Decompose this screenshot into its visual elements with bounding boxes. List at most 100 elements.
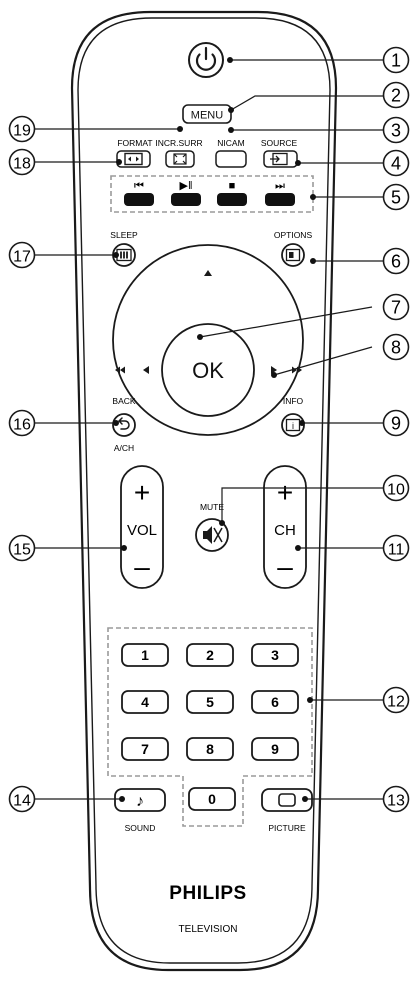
callout-number: 4 [391, 154, 401, 174]
nav-left-arrow[interactable] [143, 366, 149, 374]
callout-2: 2 [228, 81, 410, 113]
nicam-button[interactable] [215, 150, 247, 168]
options-button[interactable] [281, 243, 305, 267]
callout-number: 11 [388, 542, 405, 559]
nicam-label: NICAM [217, 138, 244, 148]
callout-anchor-dot [177, 126, 183, 132]
back-arrow-icon [118, 417, 130, 430]
power-button[interactable] [188, 42, 224, 78]
playback-button-1[interactable]: ⏮ [124, 180, 154, 206]
playback-glyph: ⏮ [134, 180, 144, 192]
callout-circle [8, 785, 36, 813]
number-key-4[interactable]: 4 [121, 690, 169, 714]
volume-up-sign[interactable]: + [134, 477, 150, 508]
number-key-9[interactable]: 9 [251, 737, 299, 761]
mute-label: MUTE [200, 502, 224, 512]
number-key-8[interactable]: 8 [186, 737, 234, 761]
number-key-label: 7 [141, 741, 149, 757]
source-button[interactable] [263, 150, 298, 168]
picture-button[interactable] [261, 788, 313, 812]
callout-9: 9 [299, 409, 410, 437]
callout-1: 1 [227, 46, 410, 74]
info-icon: i [285, 418, 301, 432]
power-icon [195, 46, 217, 71]
callout-number: 10 [387, 482, 405, 499]
sleep-button[interactable] [112, 243, 136, 267]
callout-leader-line [273, 346, 373, 376]
channel-rocker[interactable]: + CH – [263, 465, 307, 589]
callout-leader-line [230, 95, 396, 111]
callout-anchor-dot [119, 796, 125, 802]
callout-anchor-dot [219, 520, 225, 526]
callout-anchor-dot [302, 796, 308, 802]
callout-16: 16 [8, 409, 119, 437]
callout-anchor-dot [197, 334, 203, 340]
number-key-label: 8 [206, 741, 214, 757]
playback-buttons: ⏮ ▶‖ ■ ⏭ [124, 180, 295, 206]
options-icon [285, 248, 301, 262]
number-key-6[interactable]: 6 [251, 690, 299, 714]
mute-button[interactable] [195, 518, 229, 552]
callout-number: 19 [13, 123, 31, 140]
callout-anchor-dot [113, 420, 119, 426]
callout-anchor-dot [295, 545, 301, 551]
playback-button-3[interactable]: ■ [217, 180, 247, 206]
nav-up-arrow[interactable] [204, 270, 212, 276]
number-key-label: 1 [141, 647, 149, 663]
picture-icon [278, 793, 296, 807]
back-button[interactable] [112, 413, 136, 437]
number-key-0[interactable]: 0 [188, 787, 236, 811]
callout-anchor-dot [310, 258, 316, 264]
playback-button-2[interactable]: ▶‖ [171, 180, 201, 206]
ok-label: OK [192, 358, 224, 383]
number-key-7[interactable]: 7 [121, 737, 169, 761]
incr-surround-icon [173, 153, 187, 165]
callout-number: 16 [13, 417, 31, 434]
number-key-3[interactable]: 3 [251, 643, 299, 667]
volume-down-sign[interactable]: – [134, 551, 150, 582]
number-key-5[interactable]: 5 [186, 690, 234, 714]
callout-number: 7 [391, 298, 401, 318]
menu-button[interactable]: MENU [182, 104, 232, 124]
playback-button-4[interactable]: ⏭ [265, 180, 295, 206]
sound-button[interactable]: ♪ [114, 788, 166, 812]
remote-body-inner [77, 17, 331, 964]
callout-anchor-dot [271, 372, 277, 378]
callout-circle [382, 534, 410, 562]
callout-11: 11 [295, 534, 410, 562]
ok-button[interactable]: OK [161, 323, 255, 417]
sound-label: SOUND [125, 823, 156, 833]
incr-surr-label: INCR.SURR [155, 138, 202, 148]
channel-down-sign[interactable]: – [277, 551, 293, 582]
callout-number: 14 [13, 793, 31, 810]
callout-18: 18 [8, 148, 122, 176]
callout-anchor-dot [113, 252, 119, 258]
colour-key [217, 193, 247, 206]
format-button[interactable] [116, 150, 151, 168]
callout-anchor-dot [310, 194, 316, 200]
callout-number: 6 [391, 252, 401, 272]
callout-anchor-dot [299, 420, 305, 426]
callout-circle [382, 183, 410, 211]
number-key-1[interactable]: 1 [121, 643, 169, 667]
callout-circle [382, 46, 410, 74]
rewind-icon[interactable] [115, 366, 125, 374]
incr-surr-button[interactable] [165, 150, 195, 168]
number-key-label: 5 [206, 694, 214, 710]
callout-anchor-dot [227, 57, 233, 63]
callout-circle [382, 474, 410, 502]
volume-rocker[interactable]: + VOL – [120, 465, 164, 589]
playback-glyph: ▶‖ [179, 180, 192, 192]
callout-15: 15 [8, 534, 127, 562]
callout-anchor-dot [228, 127, 234, 133]
callout-leader-line [221, 487, 396, 523]
callout-circle [8, 241, 36, 269]
number-key-2[interactable]: 2 [186, 643, 234, 667]
callout-13: 13 [302, 785, 410, 813]
channel-up-sign[interactable]: + [277, 477, 293, 508]
nav-right-arrow[interactable] [271, 366, 277, 374]
ch-label: CH [274, 522, 296, 539]
callout-circle [8, 115, 36, 143]
